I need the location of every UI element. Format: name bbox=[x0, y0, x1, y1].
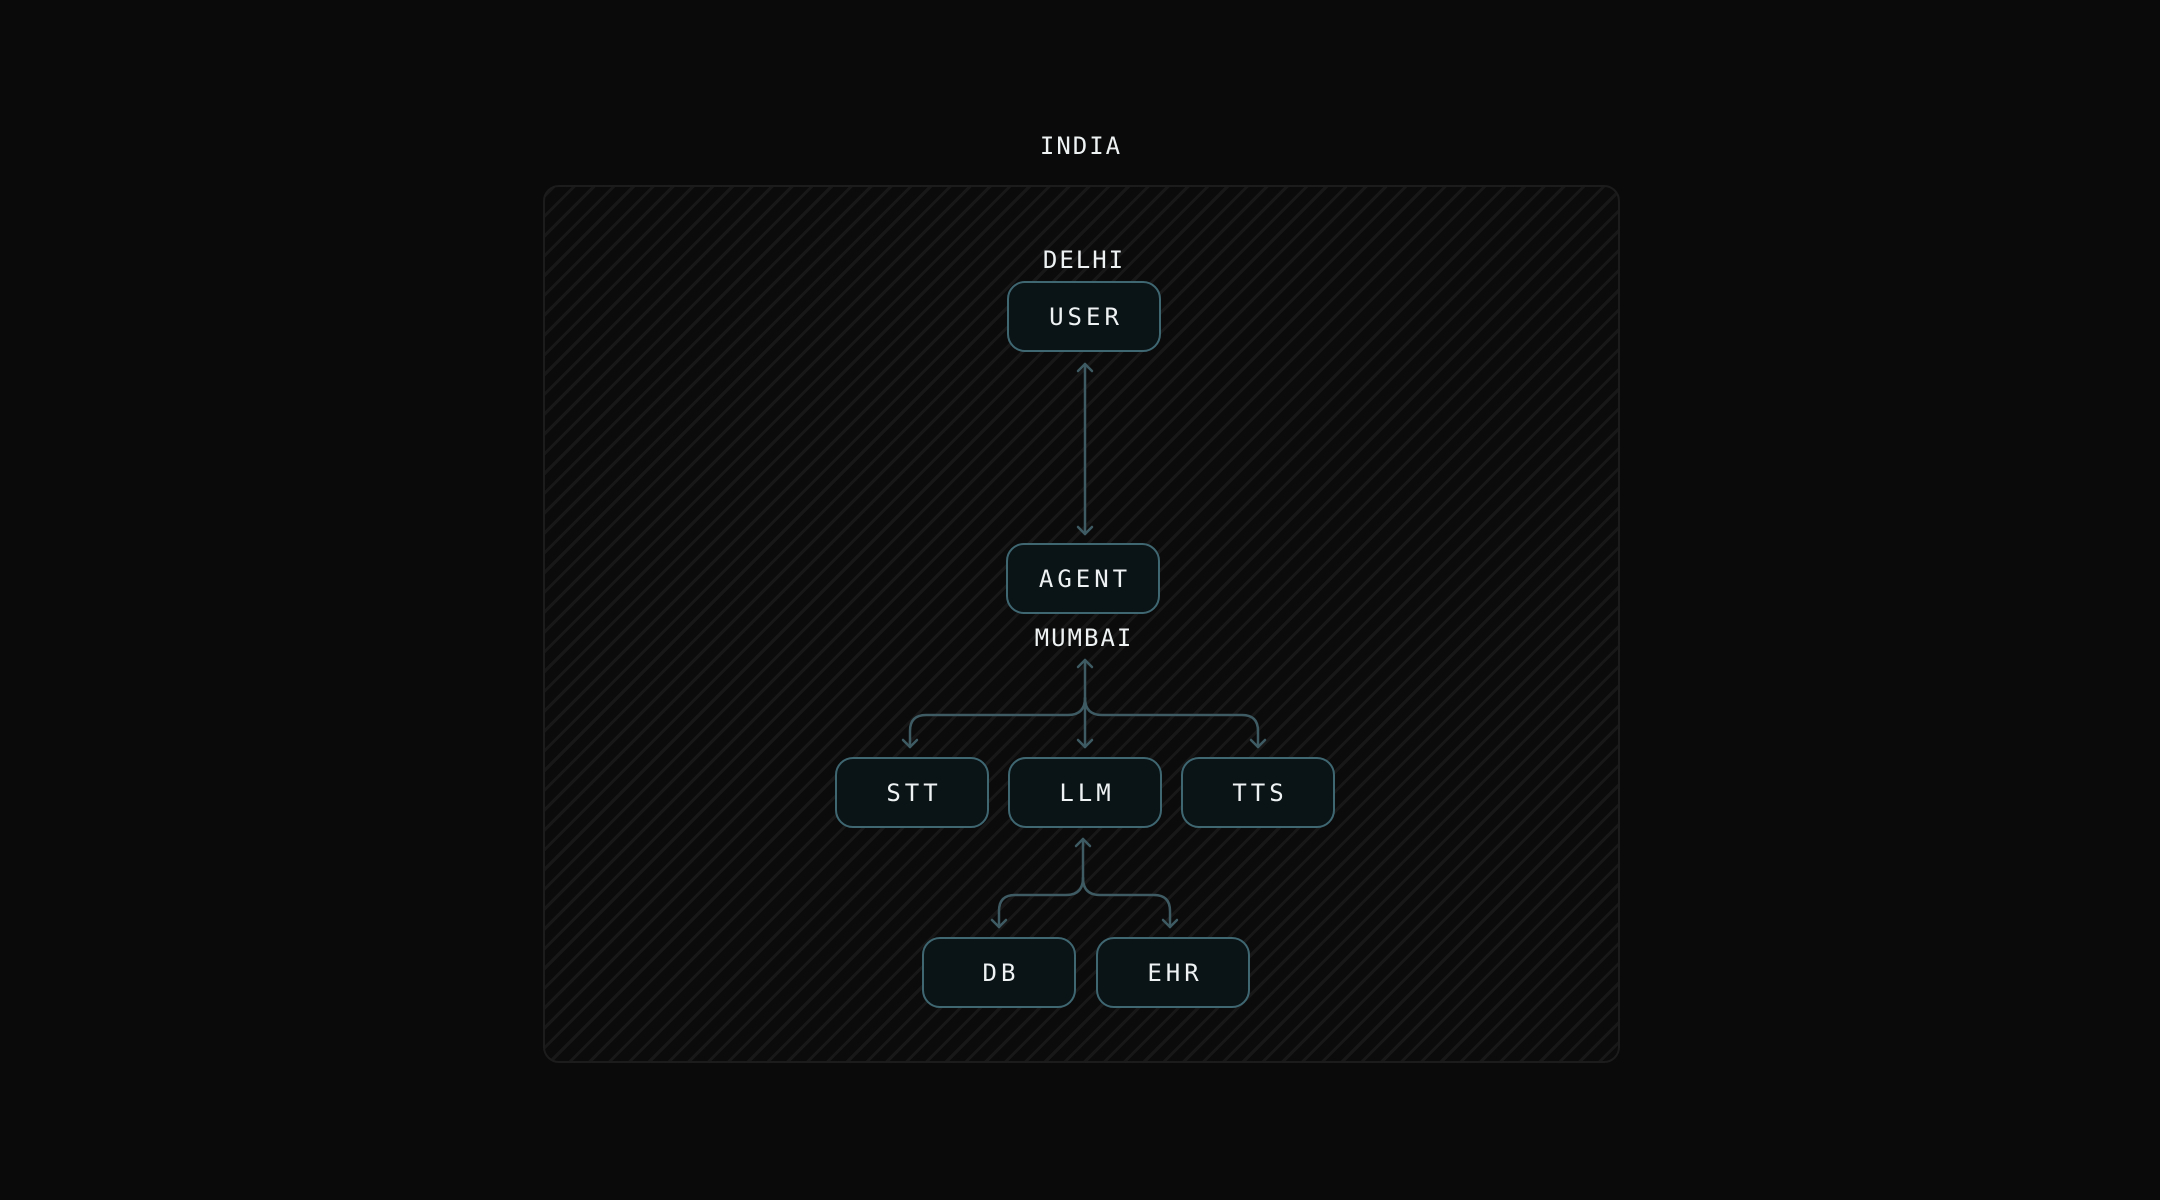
node-stt[interactable]: STT bbox=[835, 757, 989, 828]
node-ehr-label: EHR bbox=[1147, 958, 1203, 987]
node-ehr[interactable]: EHR bbox=[1096, 937, 1250, 1008]
region-label-delhi: DELHI bbox=[1042, 246, 1126, 274]
node-db[interactable]: DB bbox=[922, 937, 1076, 1008]
region-label-mumbai: MUMBAI bbox=[1034, 624, 1134, 652]
node-db-label: DB bbox=[982, 958, 1020, 987]
node-tts-label: TTS bbox=[1232, 778, 1288, 807]
node-user[interactable]: USER bbox=[1007, 281, 1161, 352]
node-llm[interactable]: LLM bbox=[1008, 757, 1162, 828]
node-tts[interactable]: TTS bbox=[1181, 757, 1335, 828]
node-agent[interactable]: AGENT bbox=[1006, 543, 1160, 614]
node-stt-label: STT bbox=[886, 778, 942, 807]
node-agent-label: AGENT bbox=[1038, 564, 1132, 593]
node-user-label: USER bbox=[1049, 302, 1123, 331]
country-label-india: INDIA bbox=[1039, 132, 1123, 160]
node-llm-label: LLM bbox=[1059, 778, 1115, 807]
